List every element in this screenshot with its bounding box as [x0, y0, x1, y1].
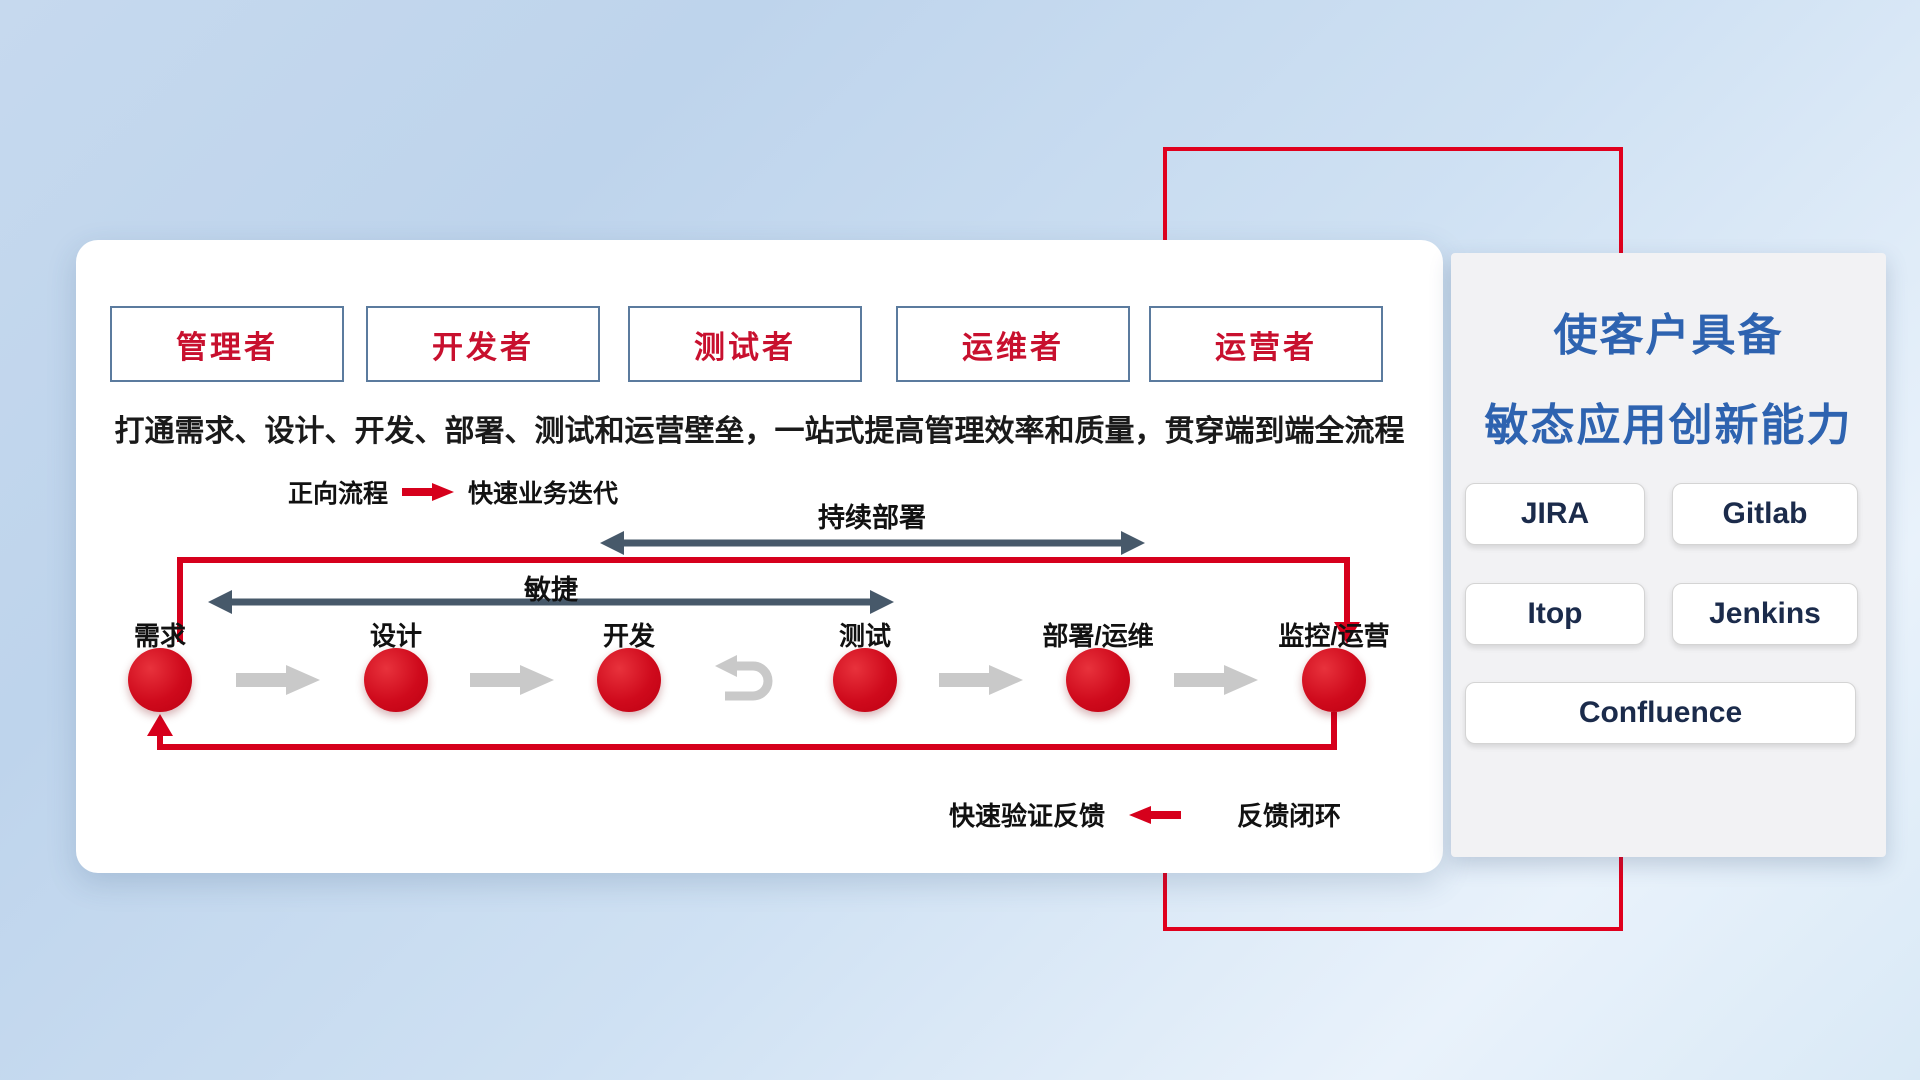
tool-chip-gitlab: Gitlab [1672, 483, 1858, 545]
stage-node-test [833, 648, 897, 712]
role-label: 运维者 [962, 329, 1064, 365]
role-label: 运营者 [1215, 329, 1317, 365]
tool-chip-jenkins: Jenkins [1672, 583, 1858, 645]
forward-legend: 正向流程 快速业务迭代 [288, 474, 618, 510]
forward-arrow-icon [402, 483, 455, 501]
stage-node-deploy-ops [1066, 648, 1130, 712]
continuous-deploy-label: 持续部署 [818, 503, 926, 533]
role-label: 测试者 [694, 329, 796, 365]
role-box-manager: 管理者 [110, 306, 344, 382]
stage-label-requirement: 需求 [133, 621, 186, 651]
stage-node-requirement [128, 648, 192, 712]
forward-legend-label: 正向流程 [288, 480, 389, 508]
tool-chip-jira: JIRA [1465, 483, 1645, 545]
role-label: 开发者 [432, 329, 534, 365]
tool-chip-itop: Itop [1465, 583, 1645, 645]
role-box-ops: 运维者 [896, 306, 1130, 382]
iteration-loop-icon [715, 655, 773, 701]
feedback-legend-value: 反馈闭环 [1237, 801, 1342, 831]
feedback-arrow-icon [1129, 805, 1182, 824]
role-box-operator: 运营者 [1149, 306, 1383, 382]
stage-node-monitor-ops [1302, 648, 1366, 712]
forward-legend-value: 快速业务迭代 [468, 480, 619, 508]
flow-arrow-icon [236, 665, 320, 695]
feedback-legend: 快速验证反馈 反馈闭环 [949, 796, 1341, 833]
role-box-tester: 测试者 [628, 306, 862, 382]
feedback-legend-label: 快速验证反馈 [949, 801, 1106, 831]
flow-arrow-icon [939, 665, 1023, 695]
flow-arrow-icon [470, 665, 554, 695]
feedback-loop-line [147, 712, 1337, 750]
stage-label-test: 测试 [838, 621, 891, 651]
stage-label-develop: 开发 [602, 621, 655, 651]
stage-node-design [364, 648, 428, 712]
capability-panel: 使客户具备 敏态应用创新能力 JIRA Gitlab Itop Jenkins … [1451, 253, 1886, 857]
stage-node-develop [597, 648, 661, 712]
flow-arrow-icon [1174, 665, 1258, 695]
panel-title-line1: 使客户具备 [1553, 311, 1784, 360]
stage-label-design: 设计 [369, 621, 422, 651]
description-text: 打通需求、设计、开发、部署、测试和运营壁垒，一站式提高管理效率和质量，贯穿端到端… [114, 415, 1405, 448]
role-box-developer: 开发者 [366, 306, 600, 382]
stage-label-deploy-ops: 部署/运维 [1042, 621, 1154, 651]
stage-label-monitor-ops: 监控/运营 [1278, 621, 1390, 651]
tool-chip-confluence: Confluence [1465, 682, 1856, 744]
panel-title-line2: 敏态应用创新能力 [1484, 401, 1853, 450]
agile-label: 敏捷 [524, 575, 578, 605]
devops-flow-card: 管理者 开发者 测试者 运维者 运营者 打通需求、设计、开发、部署、测试和运营壁… [76, 240, 1443, 873]
role-label: 管理者 [176, 329, 278, 365]
